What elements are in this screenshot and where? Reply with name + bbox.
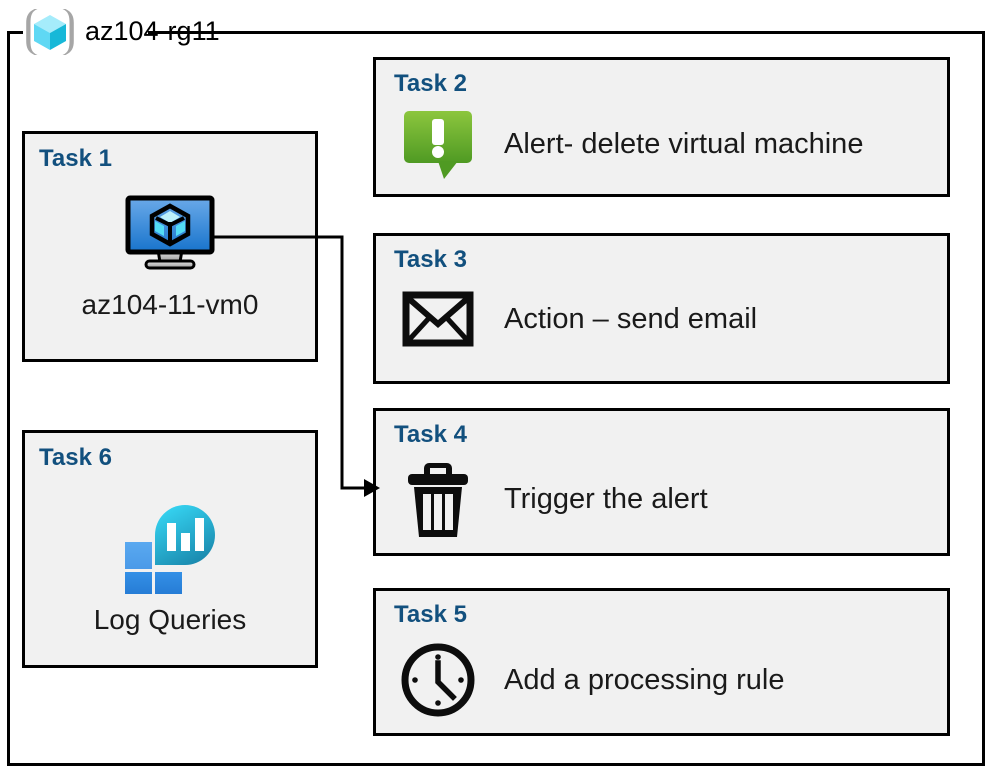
- resource-group-border-right: [982, 31, 985, 766]
- resource-group-border-bottom: [7, 763, 985, 766]
- resource-group-label: az104-rg11: [85, 15, 220, 46]
- card-task3-title: Task 3: [394, 246, 467, 273]
- resource-group-border-top-left-stub: [7, 31, 23, 34]
- card-task2-row: Alert- delete virtual machine: [394, 107, 937, 181]
- clock-icon: [394, 641, 482, 719]
- trash-can-icon: [394, 459, 482, 539]
- resource-group-border-top: [148, 31, 985, 34]
- card-task6-icon-wrap: [25, 496, 315, 599]
- card-task3-caption: Action – send email: [504, 302, 758, 335]
- card-task3-row: Action – send email: [394, 291, 937, 347]
- card-task6-title: Task 6: [39, 444, 112, 471]
- card-task6-caption: Log Queries: [93, 604, 247, 635]
- card-task5-row: Add a processing rule: [394, 641, 937, 719]
- card-task4[interactable]: Task 4 Trigger the alert: [373, 408, 950, 556]
- card-task1-caption: az104-11-vm0: [81, 289, 259, 320]
- resource-group-border-left: [7, 31, 10, 766]
- card-task1-title: Task 1: [39, 145, 112, 172]
- alert-exclamation-icon: [394, 107, 482, 181]
- card-task5-title: Task 5: [394, 601, 467, 628]
- card-task2-title: Task 2: [394, 70, 467, 97]
- resource-group-cube-icon: [23, 6, 77, 58]
- card-task4-row: Trigger the alert: [394, 459, 937, 539]
- card-task1[interactable]: Task 1: [22, 131, 318, 362]
- resource-group-header: az104-rg11: [23, 4, 220, 60]
- card-task1-icon-wrap: [25, 192, 315, 281]
- envelope-icon: [394, 291, 482, 347]
- card-task2[interactable]: Task 2 Alert- delete virtual machin: [373, 57, 950, 197]
- card-task3[interactable]: Task 3 Action – send email: [373, 233, 950, 384]
- card-task5-caption: Add a processing rule: [504, 663, 785, 696]
- card-task2-caption: Alert- delete virtual machine: [504, 127, 864, 160]
- virtual-machine-icon: [122, 192, 218, 281]
- card-task6[interactable]: Task 6: [22, 430, 318, 668]
- card-task4-title: Task 4: [394, 421, 467, 448]
- card-task4-caption: Trigger the alert: [504, 482, 708, 515]
- card-task5[interactable]: Task 5 Add a processing rule: [373, 588, 950, 736]
- log-analytics-icon: [119, 496, 221, 599]
